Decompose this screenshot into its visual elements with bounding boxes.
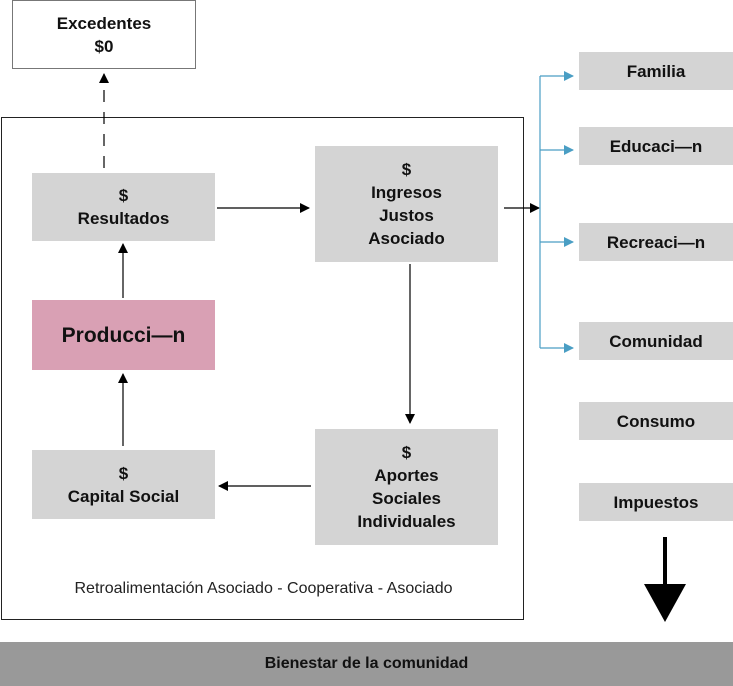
destino-label: Familia: [626, 61, 686, 81]
aportes-box: $ Aportes Sociales Individuales: [315, 429, 498, 545]
produccion-box: Producci—n: [32, 300, 215, 370]
destino-label: Educaci—n: [609, 136, 703, 156]
feedback-cycle-frame: [1, 117, 524, 620]
excedentes-value: $0: [94, 36, 114, 56]
excedentes-box: Excedentes $0: [12, 0, 196, 69]
destino-educacion: Educaci—n: [579, 127, 733, 165]
destino-familia: Familia: [579, 52, 733, 90]
ingresos-line-1: Ingresos: [371, 183, 442, 202]
big-arrow-shaft: [663, 537, 667, 587]
resultados-box: $ Resultados: [32, 173, 215, 241]
resultados-symbol: $: [118, 186, 129, 205]
aportes-symbol: $: [401, 443, 412, 462]
bienestar-banner: Bienestar de la comunidad: [0, 642, 733, 686]
ingresos-line-3: Asociado: [368, 229, 445, 248]
destino-impuestos: Impuestos: [579, 483, 733, 521]
destino-comunidad: Comunidad: [579, 322, 733, 360]
destino-label: Impuestos: [613, 492, 699, 512]
produccion-label: Producci—n: [61, 323, 186, 347]
capital-label: Capital Social: [67, 486, 180, 506]
cycle-caption: Retroalimentación Asociado - Cooperativa…: [74, 580, 453, 597]
big-arrow-head: [644, 584, 686, 622]
destino-label: Recreaci—n: [606, 232, 706, 252]
ingresos-box: $ Ingresos Justos Asociado: [315, 146, 498, 262]
banner-label: Bienestar de la comunidad: [264, 655, 469, 672]
resultados-label: Resultados: [77, 209, 170, 228]
destino-label: Consumo: [616, 411, 696, 431]
ingresos-line-2: Justos: [379, 206, 434, 225]
destino-label: Comunidad: [609, 331, 703, 351]
destino-recreacion: Recreaci—n: [579, 223, 733, 261]
ingresos-symbol: $: [401, 160, 412, 179]
capital-symbol: $: [118, 463, 129, 483]
aportes-line-1: Aportes: [374, 466, 439, 485]
excedentes-title: Excedentes: [56, 13, 152, 33]
capital-social-box: $ Capital Social: [32, 450, 215, 519]
aportes-line-2: Sociales: [372, 489, 441, 508]
destino-consumo: Consumo: [579, 402, 733, 440]
aportes-line-3: Individuales: [357, 512, 456, 531]
